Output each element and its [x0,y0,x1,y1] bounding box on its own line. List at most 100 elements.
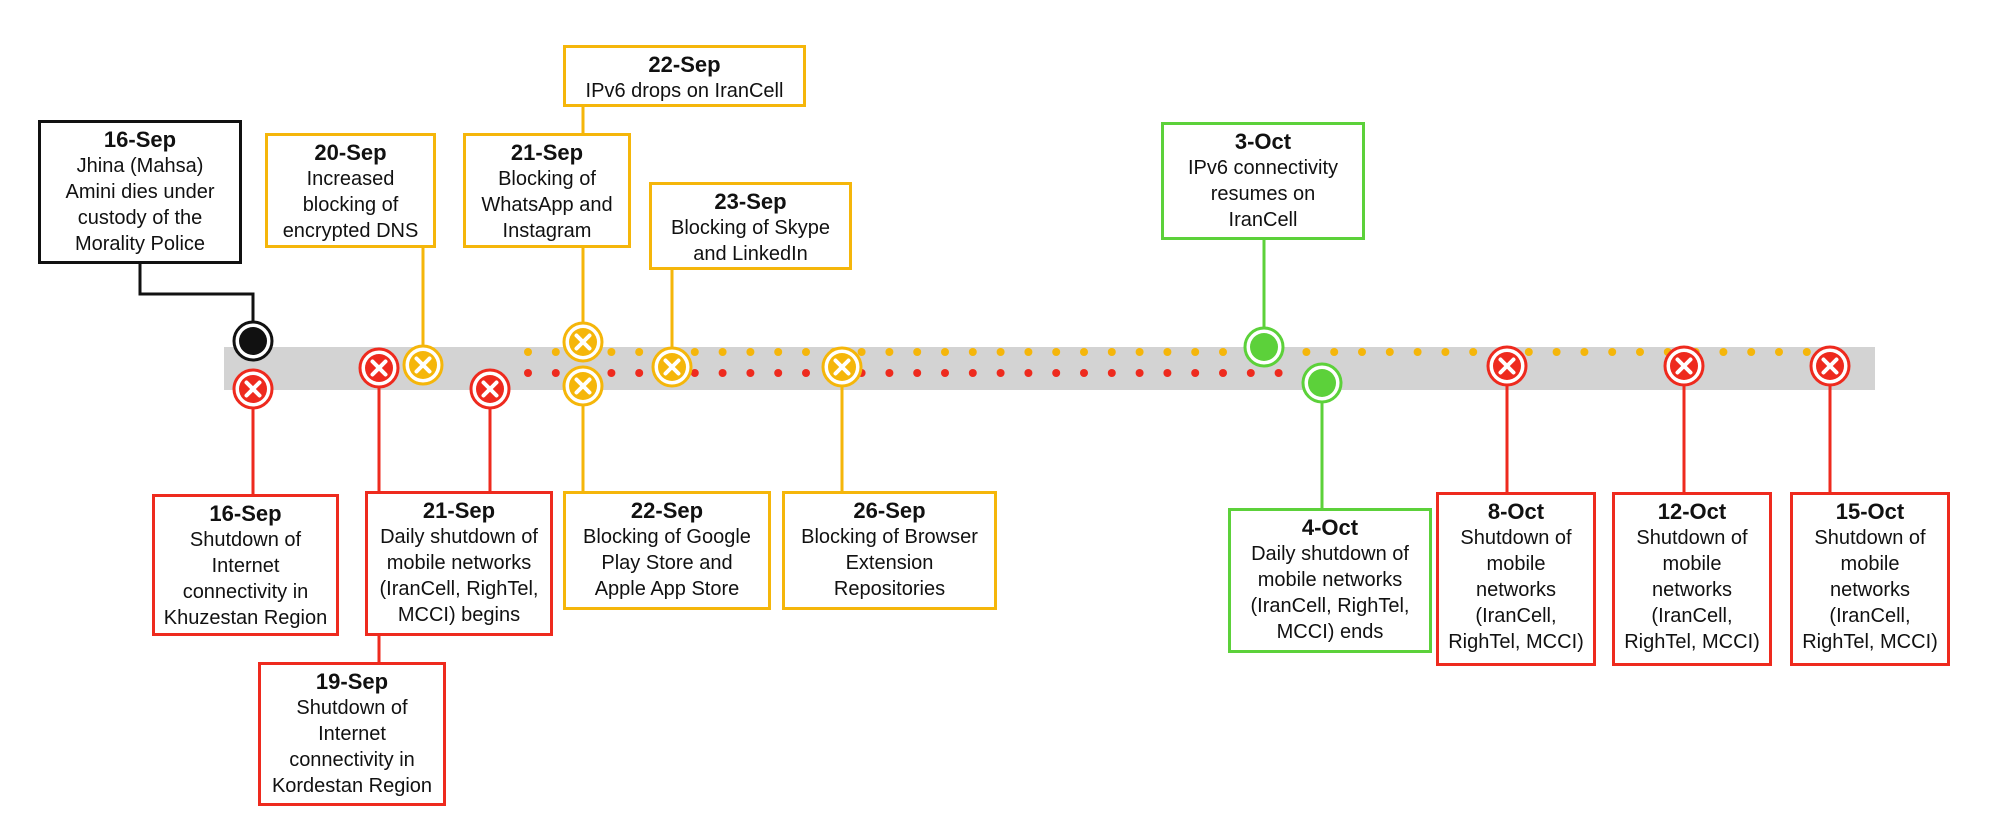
event-description: Daily shutdown of mobile networks (IranC… [379,526,539,626]
ongoing-blocking-dot [802,348,810,356]
event-date: 3-Oct [1234,129,1292,154]
event-description: Blocking of WhatsApp and Instagram [481,168,613,242]
ongoing-blocking-dot [1413,348,1422,356]
ongoing-blocking-dot [1358,348,1366,356]
ongoing-mobile-shutdown-dot [607,369,616,377]
x-stroke [1498,357,1516,375]
x-stroke [833,358,851,376]
x-stroke [1821,357,1839,375]
ongoing-mobile-shutdown-dot [1191,369,1200,377]
ongoing-blocking-dot [1219,348,1227,356]
x-stroke [663,358,681,376]
ongoing-blocking-dot [941,348,949,356]
ongoing-blocking-dot [1580,348,1589,356]
dot-icon [1250,333,1278,361]
event-description: Blocking of Browser Extension Repositori… [801,526,978,600]
ongoing-blocking-dot [1330,348,1339,356]
ongoing-blocking-dot [1636,348,1644,356]
ongoing-blocking-dot [1747,348,1756,356]
ongoing-blocking-dot [913,348,922,356]
event-date: 12-Oct [1657,499,1727,524]
event-date: 8-Oct [1487,499,1545,524]
x-stroke [1675,357,1693,375]
ongoing-blocking-dot [774,348,783,356]
dot-icon [1308,369,1336,397]
ongoing-mobile-shutdown-dot [1080,369,1088,377]
ongoing-mobile-shutdown-dot [885,369,894,377]
ongoing-blocking-dot [1191,348,1200,356]
ongoing-mobile-shutdown-dot [635,369,644,377]
ongoing-mobile-shutdown-dot [524,369,532,377]
event-date: 15-Oct [1835,499,1905,524]
event-date: 21-Sep [510,140,584,165]
ongoing-blocking-dot [1135,348,1144,356]
ongoing-mobile-shutdown-dot [774,369,783,377]
event-date: 4-Oct [1301,515,1359,540]
ongoing-mobile-shutdown-dot [1246,369,1255,377]
event-date: 26-Sep [853,498,926,523]
ongoing-blocking-dot [1302,348,1311,356]
ongoing-mobile-shutdown-dot [1024,369,1033,377]
ongoing-mobile-shutdown-dot [1107,369,1116,377]
event-date: 16-Sep [103,127,177,152]
ongoing-blocking-dot [968,348,977,356]
ongoing-blocking-dot [885,348,894,356]
event-description: IPv6 connectivity resumes on IranCell [1187,157,1339,231]
ongoing-blocking-dot [857,348,866,356]
event-date: 23-Sep [714,189,787,214]
ongoing-blocking-dot [690,348,699,356]
ongoing-blocking-dot [1608,348,1617,356]
ongoing-mobile-shutdown-dot [746,369,755,377]
x-stroke [414,356,432,374]
event-date: 21-Sep [422,498,496,523]
event-date: 16-Sep [209,501,282,526]
ongoing-mobile-shutdown-dot [1274,369,1283,377]
event-description: Blocking of Google Play Store and Apple … [583,526,751,600]
ongoing-blocking-dot [1524,348,1533,356]
ongoing-mobile-shutdown-dot [996,369,1005,377]
x-stroke [481,380,499,398]
ongoing-blocking-dot [1385,348,1394,356]
ongoing-blocking-dot [1441,348,1450,356]
ongoing-mobile-shutdown-dot [1052,369,1061,377]
ongoing-blocking-dot [1775,348,1783,356]
event-description: Jhina (Mahsa) Amini dies under custody o… [65,155,215,255]
ongoing-blocking-dot [635,348,644,356]
ongoing-mobile-shutdown-dot [1135,369,1144,377]
ongoing-blocking-dot [1107,348,1116,356]
ongoing-blocking-dot [1802,348,1811,356]
ongoing-blocking-dot [1719,348,1728,356]
ongoing-blocking-dot [607,348,616,356]
ongoing-mobile-shutdown-dot [913,369,922,377]
ongoing-blocking-dot [1024,348,1033,356]
event-description: Shutdown of mobile networks (IranCell, R… [1624,527,1760,653]
ongoing-mobile-shutdown-dot [551,369,560,377]
ongoing-blocking-dot [746,348,755,356]
event-description: Shutdown of mobile networks (IranCell, R… [1802,527,1938,653]
x-stroke [574,333,592,351]
x-stroke [574,377,592,395]
ongoing-blocking-dot [718,348,727,356]
x-stroke [244,380,262,398]
ongoing-mobile-shutdown-dot [941,369,949,377]
dot-icon [239,327,267,355]
ongoing-blocking-dot [1080,348,1088,356]
ongoing-blocking-dot [1552,348,1561,356]
event-description: Shutdown of mobile networks (IranCell, R… [1448,527,1584,653]
ongoing-mobile-shutdown-dot [718,369,727,377]
event-description: Shutdown of Internet connectivity in Kor… [271,697,433,797]
ongoing-blocking-dot [996,348,1005,356]
ongoing-blocking-dot [524,348,532,356]
ongoing-blocking-dot [551,348,560,356]
